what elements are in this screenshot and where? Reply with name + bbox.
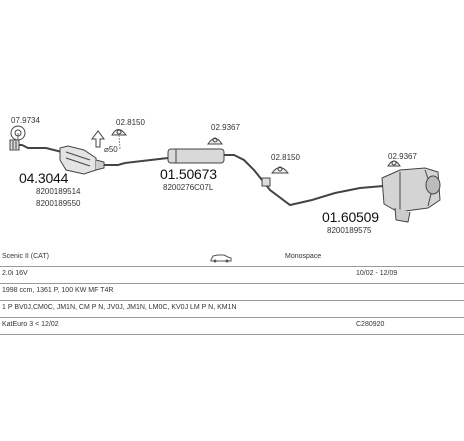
- middle-silencer-part-number: 01.50673: [160, 166, 217, 182]
- rear-silencer-part-number: 01.60509: [322, 209, 379, 225]
- hanger-code: 02.9367: [388, 152, 417, 161]
- catalyst-oem-number: 8200189550: [36, 199, 81, 208]
- engine: 2.0i 16V: [2, 270, 28, 277]
- emission-norm: KatEuro 3 < 12/02: [2, 321, 59, 328]
- vehicle-model: Scenic II (CAT): [2, 253, 49, 260]
- hanger-icon: [207, 137, 223, 145]
- exhaust-system-diagram: [9, 125, 441, 223]
- catalyst-part-number: 04.3044: [19, 170, 69, 186]
- reference-code: C280920: [356, 321, 385, 328]
- catalytic-converter: [59, 145, 126, 175]
- front-pipe: [9, 139, 63, 153]
- table-row: KatEuro 3 < 12/02 C280920: [0, 317, 464, 335]
- clamp-code: 07.9734: [11, 116, 40, 125]
- hanger-code: 02.9367: [211, 123, 240, 132]
- car-icon: [210, 254, 232, 263]
- middle-silencer-oem-number: 8200276C07L: [163, 183, 214, 192]
- hanger-icon: [111, 129, 127, 150]
- hanger-icon: [387, 160, 401, 167]
- rear-silencer-oem-number: 8200189575: [327, 226, 372, 235]
- pipe-diameter: ⌀50: [104, 145, 118, 154]
- table-row: 1 P BV0J,CM0C, JM1N, CM P N, JV0J, JM1N,…: [0, 300, 464, 318]
- clamp-icon: [10, 125, 26, 141]
- rear-silencer: [381, 167, 441, 223]
- catalyst-oem-number: 8200189514: [36, 187, 81, 196]
- middle-silencer: [124, 148, 263, 181]
- vehicle-body-type: Monospace: [285, 253, 322, 260]
- rear-pipe: [261, 177, 385, 207]
- hanger-code: 02.8150: [271, 153, 300, 162]
- table-row: 2.0i 16V 10/02 - 12/09: [0, 266, 464, 284]
- engine-codes: 1 P BV0J,CM0C, JM1N, CM P N, JV0J, JM1N,…: [2, 304, 237, 311]
- engine-specs: 1998 ccm, 1361 P, 100 KW MF T4R: [2, 287, 114, 294]
- production-years: 10/02 - 12/09: [356, 270, 398, 277]
- hanger-code: 02.8150: [116, 118, 145, 127]
- table-row: Scenic II (CAT) Monospace: [0, 249, 464, 267]
- table-row: 1998 ccm, 1361 P, 100 KW MF T4R: [0, 283, 464, 301]
- hanger-icon: [271, 166, 289, 174]
- arrow-icon: [91, 130, 105, 148]
